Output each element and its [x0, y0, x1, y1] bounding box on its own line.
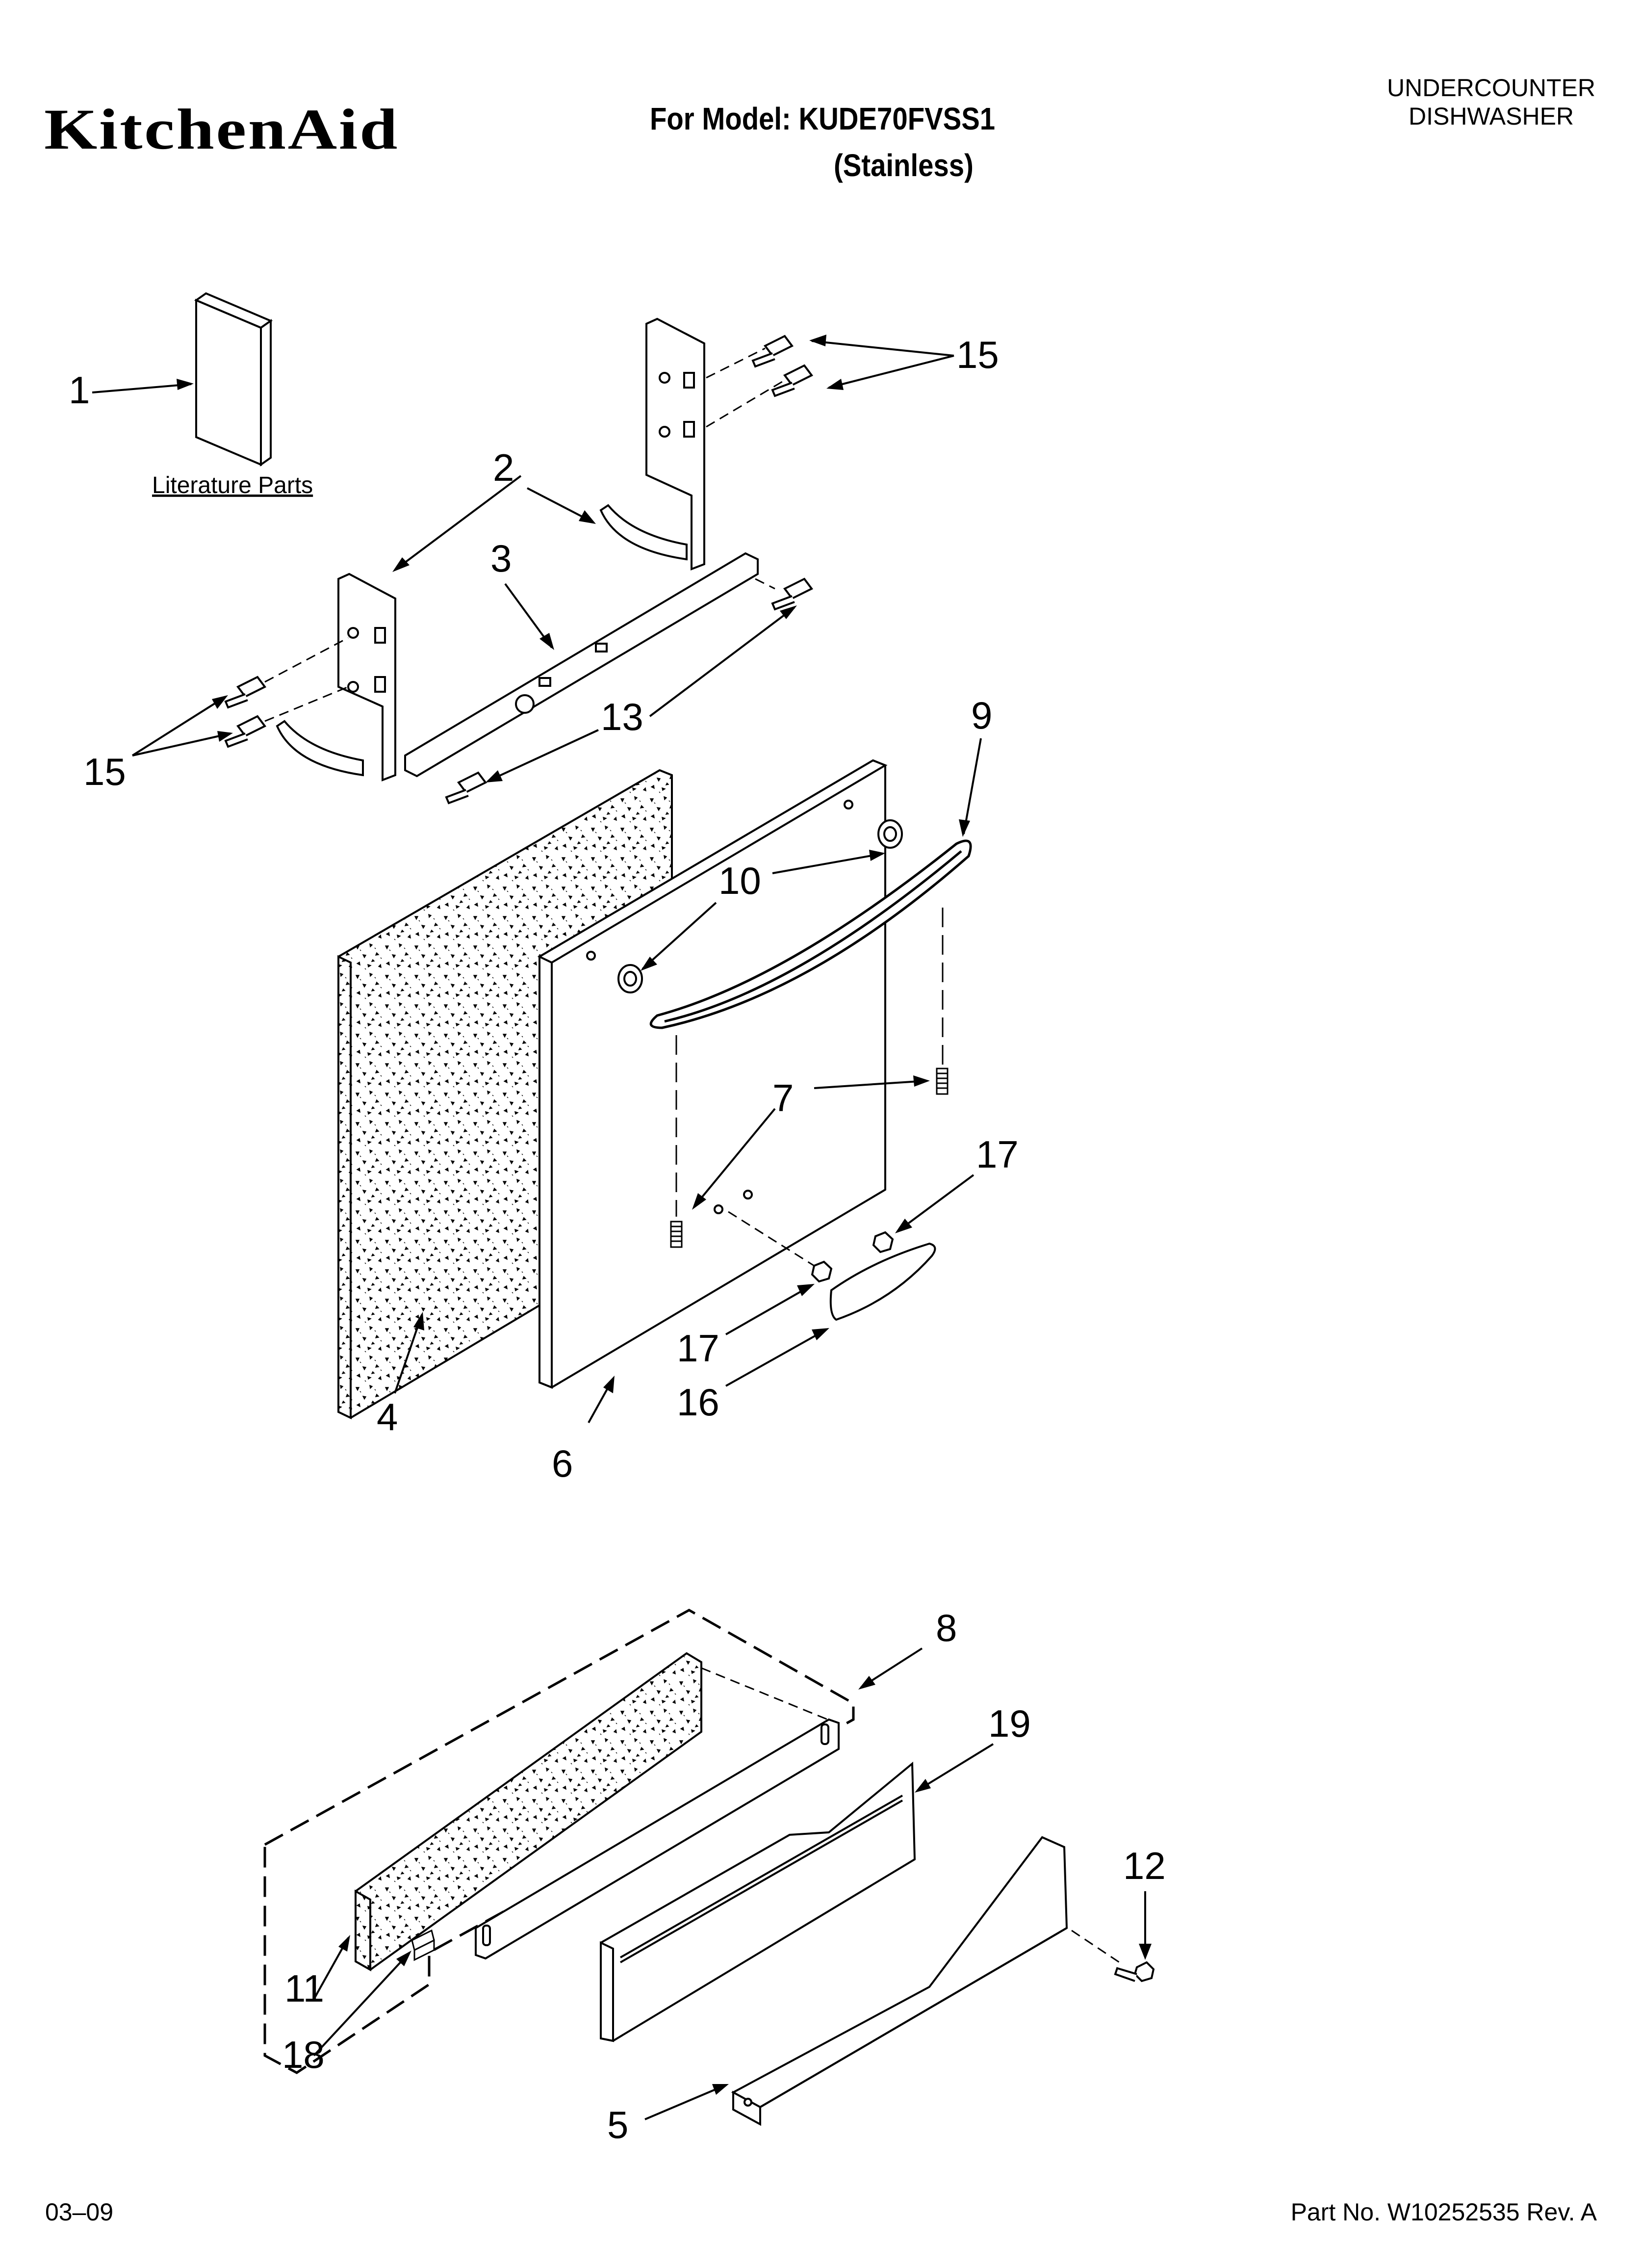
screw-12 [1114, 1961, 1155, 1982]
product-type-line2: DISHWASHER [1408, 103, 1574, 130]
callout-15-upper: 15 [956, 333, 999, 376]
screws-13 [445, 577, 814, 805]
door-panel [537, 759, 888, 1389]
callout-17-right: 17 [976, 1133, 1019, 1176]
toe-panel-19 [600, 1761, 916, 2042]
callout-11: 11 [284, 1967, 324, 2010]
door-handle [649, 839, 972, 1029]
callout-5: 5 [607, 2103, 628, 2146]
handle-mounts [617, 819, 903, 993]
callout-9: 9 [971, 694, 992, 737]
nuts-17 [811, 1231, 894, 1283]
clip-18 [411, 1929, 435, 1961]
threaded-studs [670, 1068, 949, 1248]
product-type: UNDERCOUNTER DISHWASHER [1387, 74, 1595, 130]
callout-15-lower: 15 [83, 750, 126, 793]
callout-1: 1 [69, 368, 90, 412]
model-title: For Model: KUDE70FVSS1 [650, 101, 996, 136]
screws-15-lower [224, 676, 267, 748]
product-type-line1: UNDERCOUNTER [1387, 74, 1595, 102]
literature-booklet [194, 292, 273, 467]
callout-10: 10 [718, 859, 761, 902]
revision-date: 03–09 [45, 2198, 114, 2226]
literature-parts-label: Literature Parts [152, 472, 313, 498]
callout-16: 16 [677, 1381, 719, 1424]
mounting-bracket-right [599, 317, 705, 571]
callout-6: 6 [552, 1442, 573, 1485]
brand-logo: KitchenAid [44, 97, 399, 161]
callout-18: 18 [282, 2033, 325, 2076]
callout-17-left: 17 [677, 1327, 719, 1370]
callout-8: 8 [936, 1606, 957, 1649]
callout-13: 13 [601, 695, 643, 738]
callout-7: 7 [772, 1076, 794, 1120]
callout-4: 4 [377, 1395, 398, 1438]
callout-19: 19 [988, 1702, 1031, 1745]
screws-15-upper [751, 335, 814, 397]
logo-plate [829, 1242, 936, 1321]
door-rail [404, 552, 759, 778]
kick-plate-5 [731, 1836, 1068, 2126]
kit-outline-8 [263, 1609, 855, 2074]
mounting-bracket-left [276, 573, 396, 782]
callout-12: 12 [1123, 1844, 1166, 1887]
toe-insulation [355, 1652, 702, 1972]
part-number: Part No. W10252535 Rev. A [1290, 2198, 1597, 2226]
callout-2: 2 [493, 446, 514, 489]
toe-strip [475, 1718, 840, 1960]
callout-3: 3 [490, 537, 512, 580]
model-finish: (Stainless) [834, 148, 974, 183]
